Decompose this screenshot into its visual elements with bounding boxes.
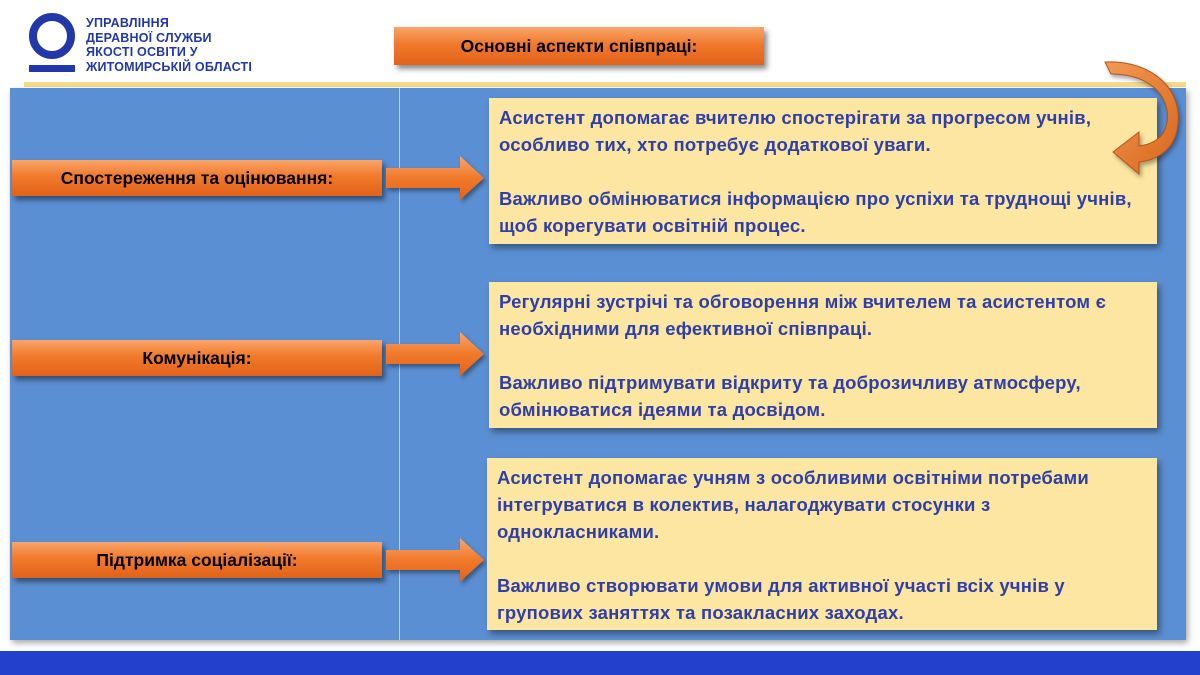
- section-paragraph: Асистент допомагає вчителю спостерігати …: [499, 107, 1092, 155]
- section-paragraph: Важливо створювати умови для активної уч…: [497, 575, 1065, 623]
- section-paragraph: Важливо підтримувати відкриту та добрози…: [499, 372, 1081, 420]
- right-arrow-icon: [386, 156, 484, 200]
- footer-bar: [0, 651, 1200, 675]
- section-label-socialization: Підтримка соціалізації:: [12, 542, 382, 578]
- section-box-communication: Регулярні зустрічі та обговорення між вч…: [489, 282, 1157, 428]
- org-logo-icon: [29, 13, 75, 72]
- divider-line: [24, 82, 1186, 87]
- slide-title: Основні аспекти співпраці:: [394, 27, 764, 65]
- section-label-observation: Спостереження та оцінювання:: [12, 160, 382, 196]
- section-box-socialization: Асистент допомагає учням з особливими ос…: [487, 458, 1157, 630]
- org-name-line: УПРАВЛІННЯ: [86, 16, 170, 30]
- section-paragraph: Регулярні зустрічі та обговорення між вч…: [499, 291, 1107, 339]
- section-paragraph: Асистент допомагає учням з особливими ос…: [497, 467, 1090, 542]
- section-box-observation: Асистент допомагає вчителю спостерігати …: [489, 98, 1157, 244]
- section-label-communication: Комунікація:: [12, 340, 382, 376]
- org-name: УПРАВЛІННЯ ДЕРАВНОЇ СЛУЖБИ ЯКОСТІ ОСВІТИ…: [86, 16, 252, 74]
- org-name-line: ЯКОСТІ ОСВІТИ У: [86, 45, 198, 59]
- right-arrow-icon: [386, 538, 484, 582]
- section-paragraph: Важливо обмінюватися інформацією про усп…: [499, 188, 1132, 236]
- org-name-line: ЖИТОМИРСЬКІЙ ОБЛАСТІ: [86, 59, 253, 74]
- right-arrow-icon: [386, 332, 484, 376]
- org-name-line: ДЕРАВНОЇ СЛУЖБИ: [86, 30, 212, 45]
- curved-arrow-icon: [1104, 61, 1179, 176]
